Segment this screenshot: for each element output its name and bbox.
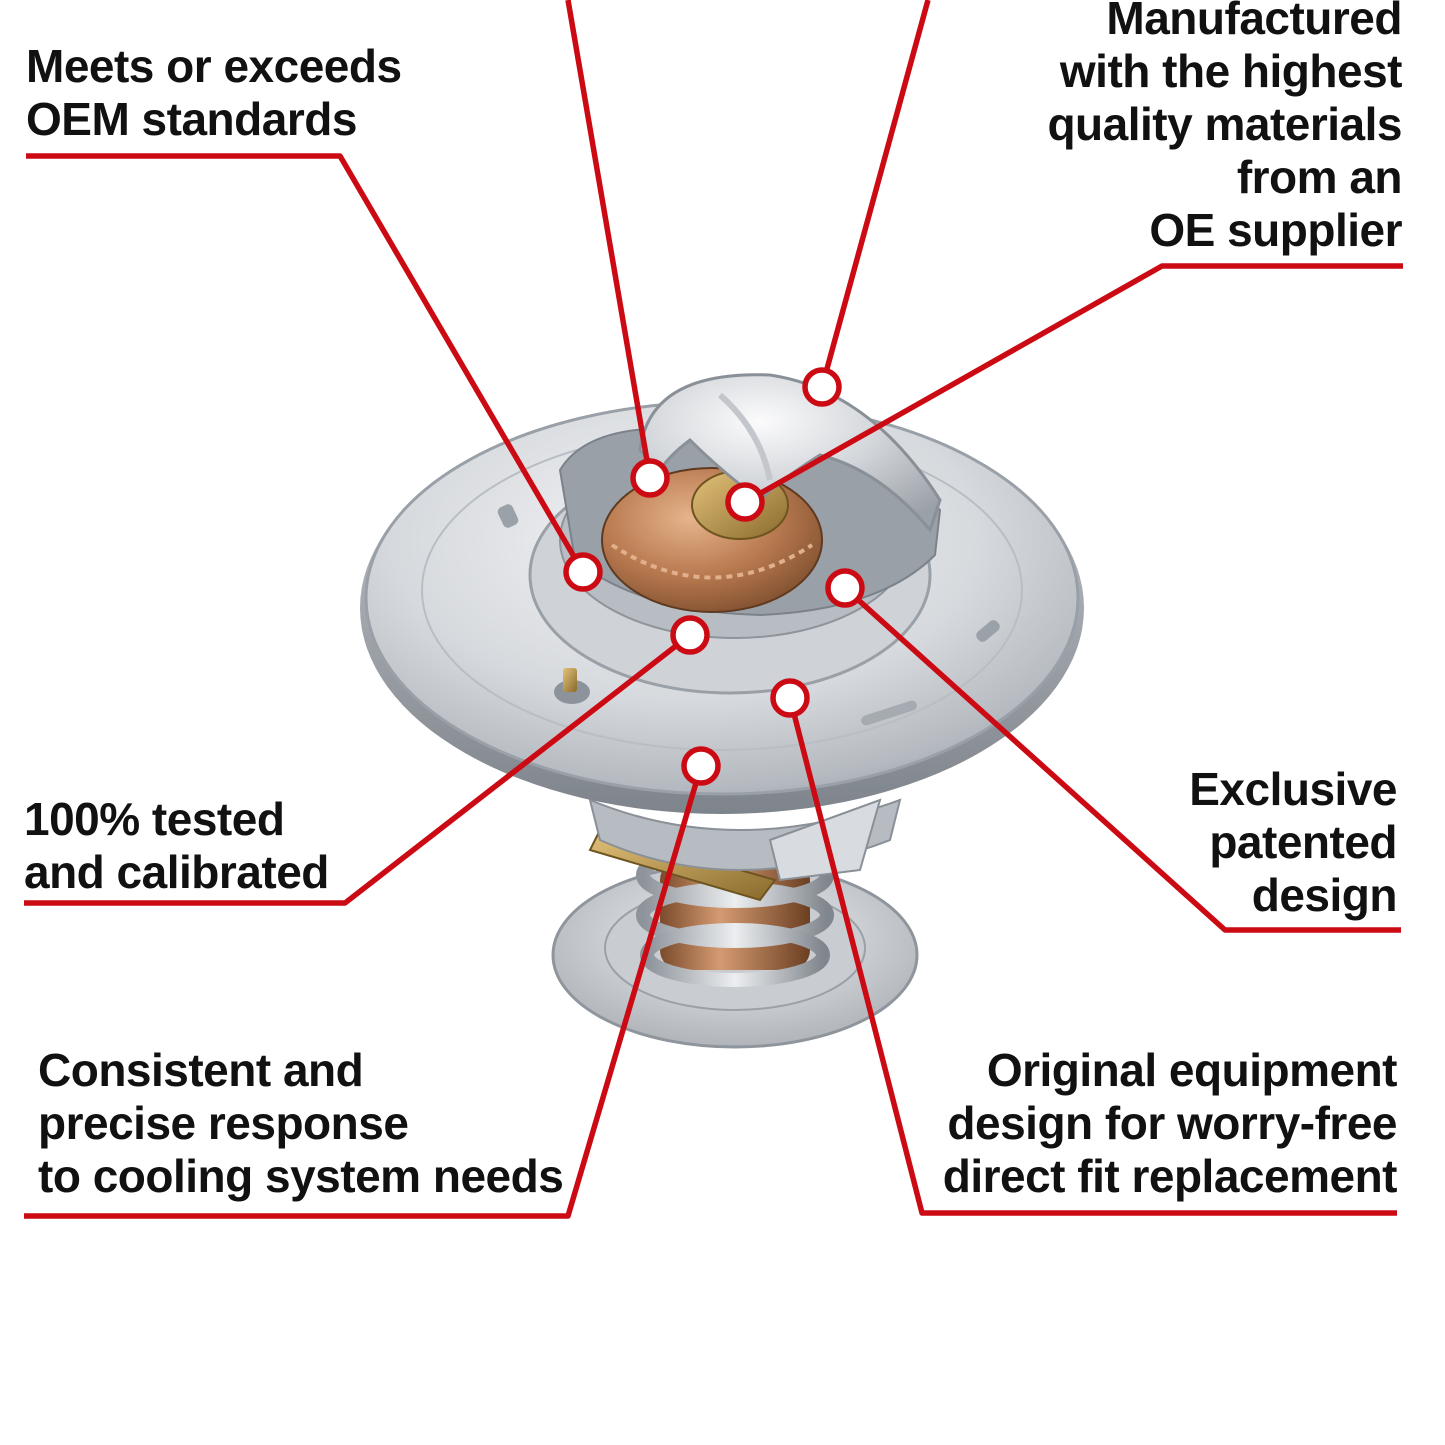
- callout-line: Original equipment: [986, 1044, 1398, 1096]
- callout-line: precise response: [38, 1097, 409, 1149]
- callout-line: patented: [1209, 816, 1397, 868]
- callout-dot: [725, 482, 765, 522]
- callout-line: with the highest: [1059, 45, 1403, 97]
- callout-tested: 100% tested and calibrated: [24, 793, 329, 899]
- leader-lines: [24, 0, 1403, 1219]
- callout-line: Meets or exceeds: [26, 40, 402, 92]
- thermostat-base: [551, 798, 919, 1049]
- callout-line: direct fit replacement: [942, 1150, 1398, 1202]
- jiggle-pin: [554, 668, 590, 704]
- leader-line-top-center: [565, 0, 653, 479]
- callout-dot: [802, 367, 842, 407]
- callout-line: OE supplier: [1149, 204, 1402, 256]
- callout-line: Manufactured: [1106, 0, 1402, 44]
- callout-original: Original equipment design for worry-free…: [942, 1044, 1398, 1203]
- callout-dot: [681, 746, 721, 786]
- callout-dot: [770, 678, 810, 718]
- callout-line: OEM standards: [26, 93, 357, 145]
- callout-line: 100% tested: [24, 793, 285, 845]
- callout-dots: [563, 367, 865, 786]
- callout-line: Consistent and: [38, 1044, 364, 1096]
- callout-meets-oem: Meets or exceeds OEM standards: [26, 40, 402, 146]
- callout-exclusive: Exclusive patented design: [1189, 763, 1397, 922]
- callout-dot: [563, 552, 603, 592]
- callout-dot: [630, 458, 670, 498]
- callout-manufactured: Manufactured with the highest quality ma…: [1047, 0, 1402, 257]
- leader-line-manufactured: [743, 263, 1403, 505]
- leader-line-exclusive: [843, 585, 1401, 933]
- callout-line: quality materials: [1047, 98, 1402, 150]
- leader-line-original: [787, 697, 1397, 1216]
- leader-line-tested: [24, 632, 692, 906]
- callout-dot: [825, 568, 865, 608]
- leader-line-top-right: [819, 0, 931, 388]
- callout-line: Exclusive: [1189, 763, 1397, 815]
- callout-line: and calibrated: [24, 846, 329, 898]
- callout-line: from an: [1236, 151, 1403, 203]
- callout-line: design for worry-free: [947, 1097, 1397, 1149]
- callout-line: to cooling system needs: [38, 1150, 564, 1202]
- leader-line-consistent: [24, 765, 704, 1219]
- callout-consistent: Consistent and precise response to cooli…: [38, 1044, 564, 1203]
- callout-line: design: [1251, 869, 1398, 921]
- leader-line-meets: [26, 153, 586, 574]
- callout-dot: [670, 615, 710, 655]
